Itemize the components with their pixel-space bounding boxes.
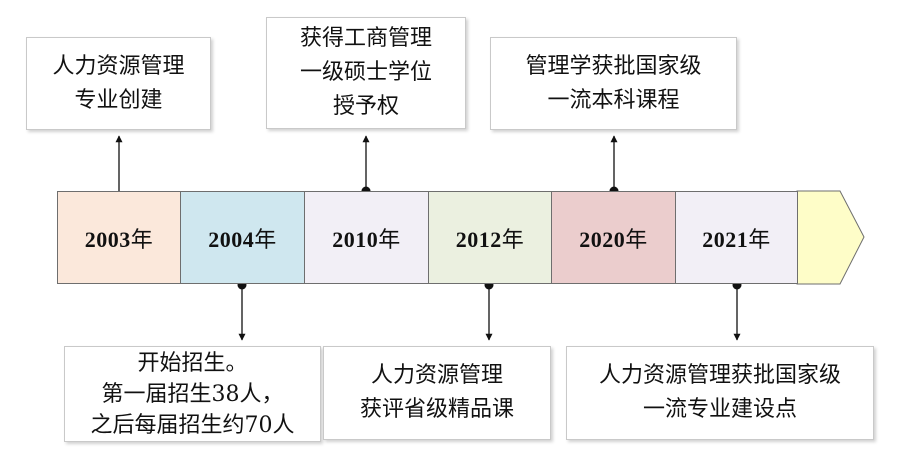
connector-2020 — [609, 135, 619, 196]
event-note-2021: 人力资源管理获批国家级一流专业建设点 — [566, 346, 874, 440]
event-text: 管理学获批国家级一流本科课程 — [525, 53, 702, 113]
event-text: 人力资源管理专业创建 — [52, 53, 185, 113]
event-note-2020: 管理学获批国家级一流本科课程 — [490, 37, 737, 130]
connector-2010 — [361, 135, 371, 196]
connector-2004 — [237, 280, 247, 341]
event-note-2003: 人力资源管理专业创建 — [26, 37, 211, 130]
segment-label: 2004年 — [208, 226, 277, 253]
segment-label: 2012年 — [455, 226, 525, 253]
event-text: 人力资源管理获批国家级一流专业建设点 — [598, 363, 841, 422]
timeline-segment-2021: 2021年 — [675, 191, 798, 284]
timeline-segment-2004: 2004年 — [180, 191, 305, 284]
timeline-segment-2020: 2020年 — [551, 191, 676, 284]
connector-2012 — [484, 280, 494, 341]
event-text: 获得工商管理一级硕士学位授予权 — [299, 26, 432, 119]
timeline-segment-2012: 2012年 — [428, 191, 552, 284]
timeline-arrow-tip — [796, 190, 865, 285]
connector-2021 — [732, 280, 742, 341]
timeline-segment-2003: 2003年 — [57, 191, 181, 284]
segment-label: 2010年 — [332, 226, 401, 253]
segment-label: 2003年 — [84, 226, 154, 253]
segment-label: 2020年 — [579, 226, 648, 253]
segment-label: 2021年 — [702, 226, 771, 253]
event-note-2010: 获得工商管理一级硕士学位授予权 — [266, 17, 466, 129]
event-text: 人力资源管理获评省级精品课 — [359, 363, 514, 422]
timeline-segment-2010: 2010年 — [304, 191, 429, 284]
event-note-2004: 开始招生。第一届招生38人，之后每届招生约70人 — [64, 346, 321, 442]
event-text: 开始招生。第一届招生38人，之后每届招生约70人 — [90, 350, 295, 438]
event-note-2012: 人力资源管理获评省级精品课 — [323, 346, 551, 440]
